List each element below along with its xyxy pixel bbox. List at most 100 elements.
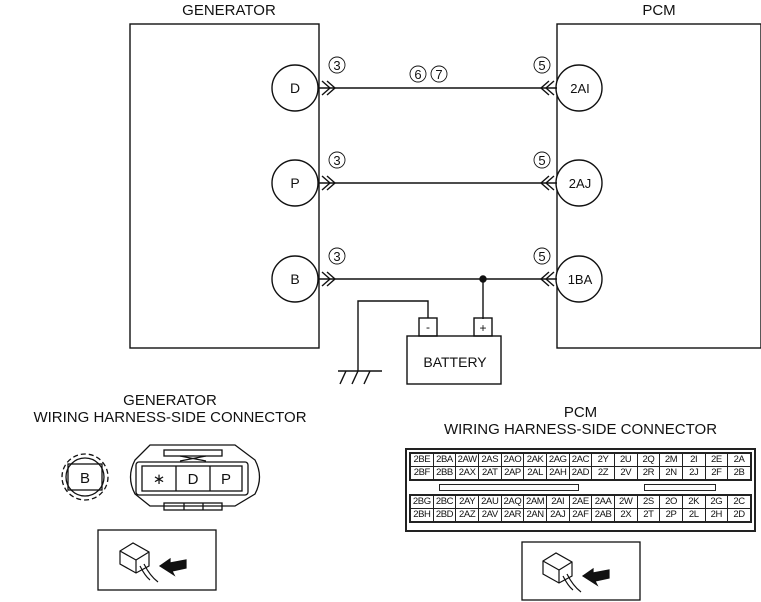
pin-cell: 2BH <box>410 508 434 522</box>
pin-cell: 2AY <box>455 495 479 509</box>
battery-pos-label: + <box>479 321 486 335</box>
pin-cell: 2J <box>681 466 706 480</box>
key-bar <box>439 484 579 491</box>
pin-cell: 2AD <box>568 466 593 480</box>
pin-cell: 2BD <box>432 508 457 522</box>
generator-terminal-d <box>271 64 319 112</box>
block-terminal-label: P <box>221 471 231 488</box>
title-line: PCM <box>563 404 598 421</box>
pin-cell: 2Q <box>636 453 661 467</box>
connector-ref: 3 <box>333 58 340 73</box>
pin-cell: 2AV <box>477 508 502 522</box>
connector-chevron-icon <box>321 80 337 287</box>
generator-terminal-label: B <box>290 271 299 287</box>
title-line: WIRING HARNESS-SIDE CONNECTOR <box>443 421 718 438</box>
pin-cell: 2X <box>613 508 638 522</box>
connector-ref: 3 <box>333 153 340 168</box>
pin-cell: 2AC <box>568 453 593 467</box>
round-terminal-label: B <box>80 470 90 487</box>
pin-cell: 2AI <box>545 495 570 509</box>
ground-wire <box>357 300 429 371</box>
pin-cell: 2AT <box>477 466 502 480</box>
pin-cell: 2AU <box>477 495 502 509</box>
pin-cell: 2P <box>659 508 683 522</box>
generator-terminal-p <box>271 159 319 207</box>
pin-cell: 2AH <box>545 466 570 480</box>
pin-cell: 2Y <box>591 453 615 467</box>
pin-cell: 2G <box>704 495 729 509</box>
pin-cell: 2R <box>636 466 661 480</box>
connector-housing <box>129 444 261 507</box>
pin-cell: 2AR <box>500 508 525 522</box>
pin-cell: 2S <box>636 495 661 509</box>
block-terminal-label: ∗ <box>153 471 166 488</box>
pin-cell: 2C <box>727 495 751 509</box>
pin-cell: 2AX <box>455 466 479 480</box>
pin-cell: 2L <box>681 508 706 522</box>
pin-cell: 2D <box>727 508 751 522</box>
connector-chevron-icon <box>539 80 555 287</box>
generator-title: GENERATOR <box>182 2 276 19</box>
wire-ref: 7 <box>435 67 442 82</box>
pin-cell: 2A <box>727 453 751 467</box>
title-line: GENERATOR <box>123 392 217 409</box>
pin-cell: 2AQ <box>500 495 525 509</box>
generator-connector-title: GENERATOR WIRING HARNESS-SIDE CONNECTOR <box>0 392 340 426</box>
generator-terminal-b <box>271 255 319 303</box>
pin-cell: 2O <box>659 495 683 509</box>
pin-cell: 2AK <box>523 453 547 467</box>
harness-view-icon <box>119 542 187 583</box>
pin-cell: 2K <box>681 495 706 509</box>
pin-cell: 2BC <box>432 495 457 509</box>
generator-box <box>129 23 320 349</box>
pin-cell: 2AO <box>500 453 525 467</box>
generator-terminal-label: P <box>290 175 299 191</box>
harness-view-box <box>97 529 217 591</box>
pin-cell: 2U <box>613 453 638 467</box>
harness-view-icon <box>542 552 610 593</box>
pin-cell: 2T <box>636 508 661 522</box>
pin-cell: 2BB <box>432 466 457 480</box>
pcm-terminal-label: 2AJ <box>569 176 591 191</box>
pin-cell: 2M <box>659 453 683 467</box>
pin-cell: 2AS <box>477 453 502 467</box>
connector-ref: 5 <box>538 249 545 264</box>
battery-pos-terminal <box>473 317 493 337</box>
pin-cell: 2AA <box>591 495 615 509</box>
battery-neg-label: - <box>426 320 430 334</box>
pin-cell: 2I <box>681 453 706 467</box>
pin-cell: 2AN <box>523 508 547 522</box>
ground-icon <box>338 370 382 385</box>
pin-cell: 2AZ <box>455 508 479 522</box>
pin-cell: 2BA <box>432 453 457 467</box>
pin-cell: 2AL <box>523 466 547 480</box>
key-bar <box>644 484 716 491</box>
pcm-terminal-label: 1BA <box>568 272 593 287</box>
round-terminal-outline <box>61 453 109 501</box>
pin-cell: 2B <box>727 466 751 480</box>
battery-label: BATTERY <box>423 354 487 370</box>
pin-cell: 2AE <box>568 495 593 509</box>
pin-cell: 2E <box>704 453 729 467</box>
title-line: WIRING HARNESS-SIDE CONNECTOR <box>33 409 307 426</box>
pin-cell: 2AG <box>545 453 570 467</box>
pin-cell: 2AP <box>500 466 525 480</box>
pin-cell: 2V <box>613 466 638 480</box>
pcm-title: PCM <box>642 2 675 19</box>
connector-ref: 5 <box>538 153 545 168</box>
pcm-connector-title: PCM WIRING HARNESS-SIDE CONNECTOR <box>405 404 756 438</box>
pin-cell: 2BG <box>410 495 434 509</box>
connector-ref: 3 <box>333 249 340 264</box>
block-terminal-label: D <box>188 471 199 488</box>
pin-cell: 2AJ <box>545 508 570 522</box>
battery-body <box>406 335 502 385</box>
pin-cell: 2AB <box>591 508 615 522</box>
pin-cell: 2W <box>613 495 638 509</box>
